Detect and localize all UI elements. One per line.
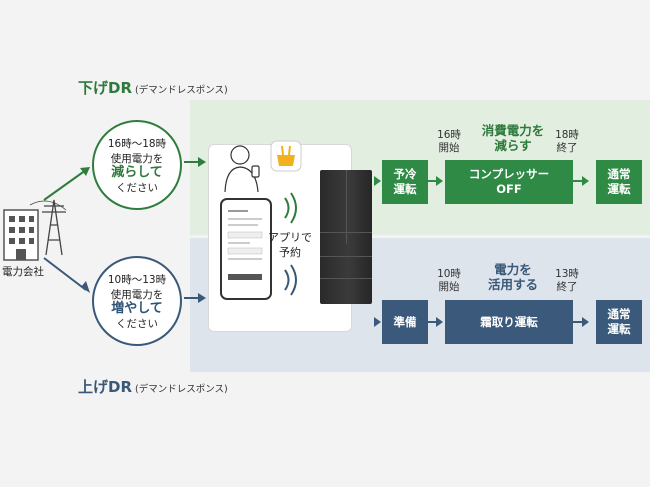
person-with-phone-icon [224,145,260,193]
down-dr-request: 16時〜18時 使用電力を 減らして ください [92,120,182,210]
down-end-line2: 終了 [556,142,578,154]
up-end-line1: 13時 [555,268,579,280]
up-dr-request-line2: 使用電力を [110,288,164,301]
fridge-divider [320,256,372,257]
down-step1-line1: 予冷 [393,167,417,181]
down-step3-line2: 運転 [607,182,631,196]
down-step1-line2: 運転 [393,182,417,196]
up-headline-line1: 電力を [494,262,532,277]
down-dr-end: 18時 終了 [550,129,584,155]
up-dr-time: 10時〜13時 [107,274,167,286]
smartphone-screen [227,210,263,280]
down-step2-line2: OFF [496,182,522,196]
up-start-line1: 10時 [437,268,461,280]
down-dr-time: 16時〜18時 [107,138,167,150]
down-step2-line1: コンプレッサー [468,167,550,181]
down-step3-line1: 通常 [607,167,631,181]
power-tower-icon [29,199,67,256]
up-dr-start: 10時 開始 [432,268,466,294]
down-dr-request-line4: ください [116,181,158,194]
down-dr-subtitle: (デマンドレスポンス) [135,85,228,96]
building-icon [3,209,39,261]
up-step1-line1: 準備 [393,314,417,329]
up-step3-line2: 運転 [607,322,631,336]
down-dr-request-line2: 使用電力を [110,152,164,165]
up-step3-line1: 通常 [607,307,631,321]
down-dr-step-normal: 通常運転 [596,160,642,204]
up-dr-end: 13時 終了 [550,268,584,294]
up-headline-line2: 活用する [487,277,538,292]
up-dr-title: 上げDR(デマンドレスポンス) [78,376,228,397]
up-dr-step-prepare: 準備 [382,300,428,344]
up-dr-subtitle: (デマンドレスポンス) [135,384,228,395]
up-dr-request-emphasis: 増やして [111,301,163,316]
request-arrows [43,157,206,303]
up-start-line2: 開始 [438,281,460,293]
smartphone-icon [220,198,272,300]
cooking-tools-icon [270,140,302,172]
refrigerator-icon [320,170,372,304]
company-label: 電力会社 [2,266,44,278]
fridge-door-split [346,170,347,244]
wireless-signal-icon-lower [284,264,297,296]
up-dr-title-text: 上げDR [78,378,133,396]
up-dr-step-normal: 通常運転 [596,300,642,344]
down-end-line1: 18時 [555,129,579,141]
down-start-line1: 16時 [437,129,461,141]
down-headline-line1: 消費電力を [481,123,545,138]
down-dr-step-precool: 予冷運転 [382,160,428,204]
down-dr-headline: 消費電力を 減らす [470,123,556,153]
down-dr-flow-arrows [374,176,589,186]
up-dr-headline: 電力を 活用する [470,262,556,292]
down-dr-title-text: 下げDR [78,79,133,97]
up-end-line2: 終了 [556,281,578,293]
down-dr-title: 下げDR(デマンドレスポンス) [78,77,228,98]
down-headline-line2: 減らす [494,138,532,153]
fridge-divider [320,278,372,279]
up-dr-flow-arrows [374,317,589,327]
down-start-line2: 開始 [438,142,460,154]
app-reserve-label: アプリで 予約 [268,230,312,260]
app-label-line2: 予約 [279,246,301,259]
down-dr-start: 16時 開始 [432,129,466,155]
up-step2-line1: 霜取り運転 [480,314,538,329]
up-dr-request: 10時〜13時 使用電力を 増やして ください [92,256,182,346]
up-dr-step-defrost: 霜取り運転 [445,300,573,344]
up-dr-request-line4: ください [116,317,158,330]
wireless-signal-icon [284,192,297,224]
app-label-line1: アプリで [268,231,312,244]
down-dr-request-emphasis: 減らして [111,165,163,180]
